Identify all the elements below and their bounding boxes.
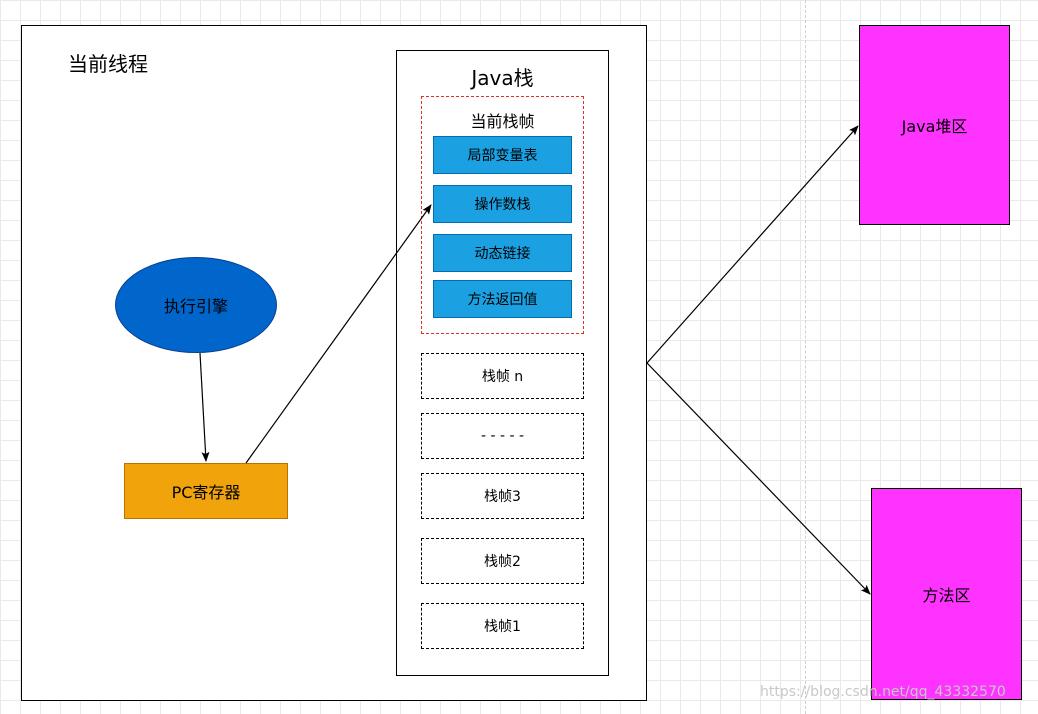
- method-return-value-box[interactable]: 方法返回值: [433, 280, 572, 318]
- stack-frame-ellipsis[interactable]: - - - - -: [421, 413, 584, 459]
- arrow-pc-to-operand-stack: [245, 204, 432, 464]
- stack-frame-n[interactable]: 栈帧 n: [421, 353, 584, 399]
- java-stack-title: Java栈: [471, 66, 534, 90]
- watermark-text: https://blog.csdn.net/qq_43332570: [760, 684, 1006, 700]
- arrow-engine-to-pc: [199, 352, 210, 462]
- method-area-box[interactable]: 方法区: [871, 488, 1022, 700]
- java-heap-box[interactable]: Java堆区: [859, 25, 1010, 225]
- current-stack-frame-title: 当前栈帧: [470, 112, 535, 131]
- canvas-divider-line: [805, 0, 806, 714]
- local-variable-table-box[interactable]: 局部变量表: [433, 136, 572, 174]
- dynamic-linking-box[interactable]: 动态链接: [433, 234, 572, 272]
- current-thread-title: 当前线程: [68, 52, 148, 76]
- arrow-stack-to-method-area: [646, 362, 871, 595]
- pc-register-box[interactable]: PC寄存器: [124, 463, 288, 519]
- stack-frame-2[interactable]: 栈帧2: [421, 538, 584, 584]
- execution-engine-ellipse[interactable]: 执行引擎: [115, 257, 277, 353]
- stack-frame-3[interactable]: 栈帧3: [421, 473, 584, 519]
- stack-frame-1[interactable]: 栈帧1: [421, 603, 584, 649]
- current-stack-frame[interactable]: [421, 96, 584, 334]
- arrow-stack-to-java-heap: [646, 125, 859, 364]
- operand-stack-box[interactable]: 操作数栈: [433, 185, 572, 223]
